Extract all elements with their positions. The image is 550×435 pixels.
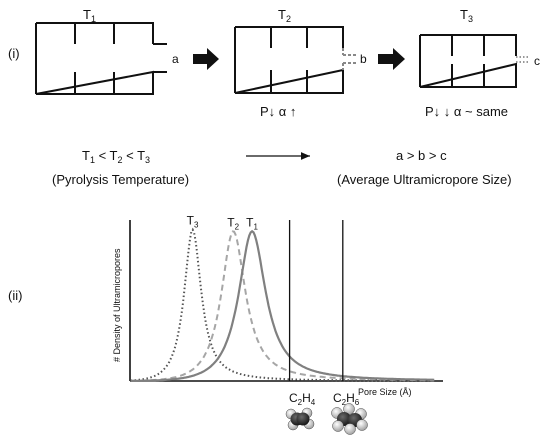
molecule-label-c2h6: C2H6 xyxy=(333,391,360,407)
curve-label-t1: T1 xyxy=(246,215,258,231)
size-caption: (Average Ultramicropore Size) xyxy=(337,172,512,187)
change-text-t2: P↓ α ↑ xyxy=(260,104,296,119)
curve-t3 xyxy=(130,227,435,382)
curve-t2 xyxy=(130,230,435,382)
ethane-molecule-model xyxy=(331,403,368,435)
pore-size-distribution-chart: # Density of Ultramicropores Pore Size (… xyxy=(112,214,443,397)
temperature-label-t1: T1 xyxy=(83,7,96,24)
ethylene-molecule-model xyxy=(285,407,315,431)
curve-label-t2: T2 xyxy=(227,215,239,231)
temperature-label-t2: T2 xyxy=(278,7,291,24)
x-axis-label: Pore Size (Å) xyxy=(358,387,412,397)
gap-label-a: a xyxy=(172,52,179,66)
temperature-order: T1 < T2 < T3 xyxy=(82,148,150,165)
gap-label-b: b xyxy=(360,52,367,66)
transition-arrow-1 xyxy=(193,48,219,70)
gap-label-c: c xyxy=(534,54,540,68)
curve-t1 xyxy=(130,229,435,382)
panel-i-label: (i) xyxy=(8,46,20,61)
temperature-label-t3: T3 xyxy=(460,7,473,24)
pore-structure-t2: T2 b P↓ α ↑ xyxy=(234,7,367,119)
pore-structure-t1: T1 a xyxy=(35,7,179,95)
temperature-caption: (Pyrolysis Temperature) xyxy=(52,172,189,187)
molecule-label-c2h4: C2H4 xyxy=(289,391,316,407)
size-order: a > b > c xyxy=(396,148,447,163)
curve-label-t3: T3 xyxy=(187,214,199,230)
transition-arrow-2 xyxy=(378,48,405,70)
change-text-t3: P↓ ↓ α ~ same xyxy=(425,104,508,119)
y-axis-label: # Density of Ultramicropores xyxy=(112,248,122,362)
panel-ii-label: (ii) xyxy=(8,288,22,303)
pore-structure-t3: T3 c P↓ ↓ α ~ same xyxy=(419,7,540,119)
